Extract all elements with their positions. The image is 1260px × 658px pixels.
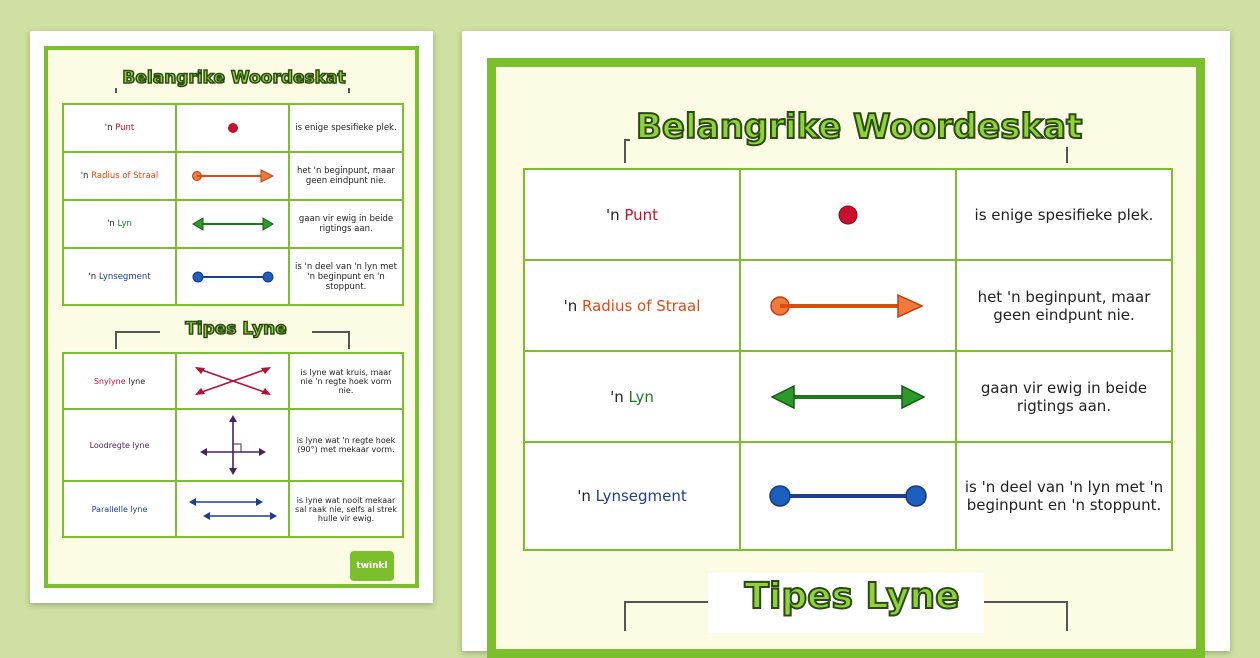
table-row: 'n Punt is enige spesifieke plek.	[523, 168, 1173, 261]
term-snylyne: Snylyne	[93, 376, 126, 386]
term-loodregte: Loodregte lyne	[89, 440, 150, 450]
table-row: 'n Lynsegment is 'n deel van 'n lyn met …	[523, 441, 1173, 551]
table-row: 'n Punt is enige spesifieke plek.	[62, 103, 404, 153]
term-cell: 'n Lyn	[523, 350, 741, 443]
ray-diagram	[175, 151, 290, 201]
description-cell: het 'n beginpunt, maar geen eindpunt nie…	[955, 259, 1173, 352]
small-types-table: Snylyne lyne is lyne wat kruis, maar nie…	[62, 352, 404, 538]
term-cell: 'n Punt	[523, 168, 741, 261]
description-cell: het 'n beginpunt, maar geen eindpunt nie…	[288, 151, 404, 201]
point-diagram	[739, 168, 957, 261]
ray-diagram	[739, 259, 957, 352]
term-cell: 'n Radius of Straal	[523, 259, 741, 352]
intersecting-lines-diagram	[175, 352, 290, 410]
description-cell: is enige spesifieke plek.	[955, 168, 1173, 261]
description-cell: is 'n deel van 'n lyn met 'n beginpunt e…	[955, 441, 1173, 551]
line-diagram	[739, 350, 957, 443]
term-parallelle: Parallelle lyne	[91, 504, 148, 514]
table-row: 'n Lyn gaan vir ewig in beide rigtings a…	[62, 199, 404, 249]
term-lynsegment: Lynsegment	[98, 271, 151, 282]
description-cell: is lyne wat kruis, maar nie 'n regte hoe…	[288, 352, 404, 410]
description-cell: is 'n deel van 'n lyn met 'n beginpunt e…	[288, 247, 404, 306]
table-row: 'n Radius of Straal het 'n beginpunt, ma…	[62, 151, 404, 201]
term-cell: Snylyne lyne	[62, 352, 177, 410]
parallel-lines-diagram	[175, 480, 290, 538]
term-lynsegment: Lynsegment	[595, 487, 687, 505]
term-lyn: Lyn	[117, 219, 132, 229]
large-types-title-backing	[708, 573, 984, 633]
description-cell: gaan vir ewig in beide rigtings aan.	[955, 350, 1173, 443]
table-row: 'n Lynsegment is 'n deel van 'n lyn met …	[62, 247, 404, 306]
table-row: Loodregte lyne is lyne wat 'n regte hoek…	[62, 408, 404, 482]
term-punt: Punt	[624, 205, 659, 224]
term-cell: Loodregte lyne	[62, 408, 177, 482]
line-diagram	[175, 199, 290, 249]
large-types-title: Tipes Lyne	[743, 575, 960, 618]
description-cell: is enige spesifieke plek.	[288, 103, 404, 153]
small-vocab-title: Belangrike Woordeskat	[112, 67, 356, 89]
large-vocab-table: 'n Punt is enige spesifieke plek. 'n Rad…	[523, 168, 1173, 551]
description-cell: is lyne wat nooit mekaar sal raak nie, s…	[288, 480, 404, 538]
table-row: Snylyne lyne is lyne wat kruis, maar nie…	[62, 352, 404, 410]
term-cell: 'n Radius of Straal	[62, 151, 177, 201]
term-cell: 'n Punt	[62, 103, 177, 153]
term-cell: 'n Lyn	[62, 199, 177, 249]
table-row: 'n Lyn gaan vir ewig in beide rigtings a…	[523, 350, 1173, 443]
large-vocab-title: Belangrike Woordeskat	[630, 106, 1083, 148]
perpendicular-lines-diagram	[175, 408, 290, 482]
segment-diagram	[739, 441, 957, 551]
segment-diagram	[175, 247, 290, 306]
term-cell: 'n Lynsegment	[62, 247, 177, 306]
table-row: Parallelle lyne is lyne wat nooit mekaar…	[62, 480, 404, 538]
description-cell: is lyne wat 'n regte hoek (90°) met meka…	[288, 408, 404, 482]
point-diagram	[175, 103, 290, 153]
term-radius: Radius of Straal	[91, 171, 159, 181]
small-vocab-table: 'n Punt is enige spesifieke plek. 'n Rad…	[62, 103, 404, 306]
large-poster-sheet: Belangrike Woordeskat 'n Punt is enige s…	[462, 31, 1230, 658]
small-poster-sheet: Belangrike Woordeskat 'n Punt is enige s…	[30, 31, 433, 603]
term-cell: 'n Lynsegment	[523, 441, 741, 551]
table-row: 'n Radius of Straal het 'n beginpunt, ma…	[523, 259, 1173, 352]
term-lyn: Lyn	[628, 387, 654, 406]
term-punt: Punt	[115, 123, 135, 133]
twinkl-logo: twinkl	[350, 551, 394, 581]
description-cell: gaan vir ewig in beide rigtings aan.	[288, 199, 404, 249]
term-radius: Radius of Straal	[581, 296, 701, 315]
small-types-title: Tipes Lyne	[160, 318, 312, 340]
term-cell: Parallelle lyne	[62, 480, 177, 538]
